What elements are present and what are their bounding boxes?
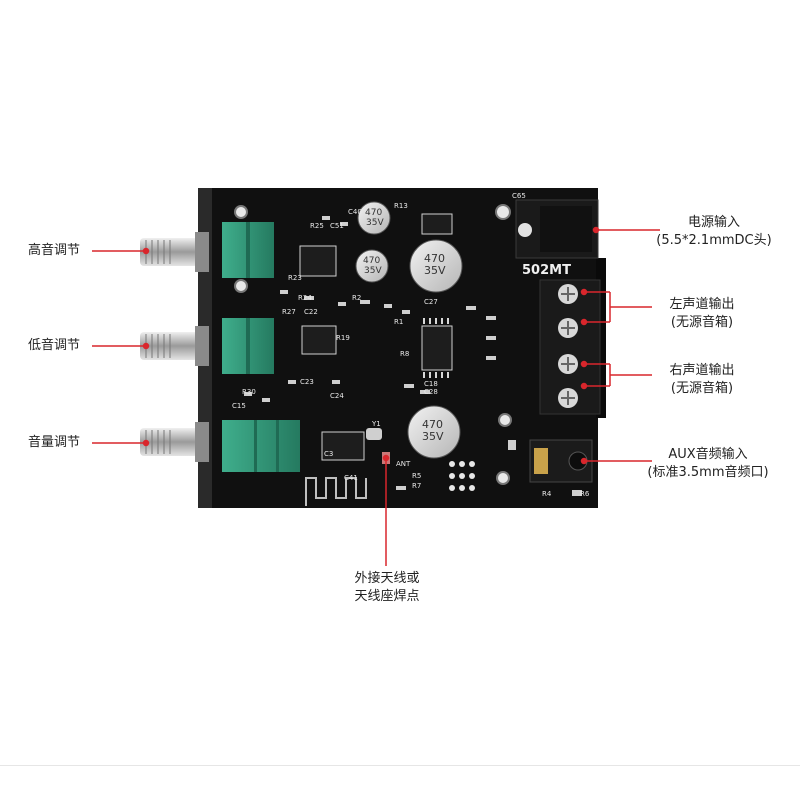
- left-channel-note: (无源音箱): [670, 315, 734, 330]
- svg-text:C40: C40: [348, 208, 362, 216]
- dc-power-jack: [515, 199, 599, 259]
- svg-text:C28: C28: [424, 388, 438, 396]
- board-model: 502MT: [522, 263, 571, 278]
- pot-volume: [222, 420, 300, 472]
- svg-text:R24: R24: [298, 294, 312, 302]
- power-input-title: 电源输入: [687, 215, 740, 230]
- svg-text:35V: 35V: [422, 430, 444, 443]
- svg-text:C65: C65: [512, 192, 526, 200]
- right-channel-title: 右声道输出: [669, 363, 735, 378]
- svg-text:C22: C22: [304, 308, 318, 316]
- treble-knob: [140, 232, 209, 272]
- antenna-title: 外接天线或: [354, 571, 420, 586]
- aux-input-spec: (标准3.5mm音频口): [647, 465, 769, 480]
- power-input-label: 电源输入 (5.5*2.1mmDC头): [656, 214, 771, 250]
- screw-terminal-block: [539, 279, 601, 415]
- svg-text:R7: R7: [412, 482, 421, 490]
- svg-text:R1: R1: [394, 318, 403, 326]
- aux-input-title: AUX音频输入: [668, 447, 748, 462]
- treble-label: 高音调节: [28, 243, 81, 258]
- svg-text:C24: C24: [330, 392, 344, 400]
- antenna-note: 天线座焊点: [354, 589, 420, 604]
- right-channel-label: 右声道输出 (无源音箱): [654, 362, 750, 398]
- capacitors: [355, 201, 463, 459]
- antenna-label: 外接天线或 天线座焊点: [342, 570, 432, 606]
- antenna-trace: [305, 477, 367, 506]
- bass-knob: [140, 326, 209, 366]
- volume-label: 音量调节: [28, 435, 81, 450]
- svg-text:C51: C51: [330, 222, 344, 230]
- svg-text:C3: C3: [324, 450, 333, 458]
- left-channel-title: 左声道输出: [669, 297, 735, 312]
- svg-text:470: 470: [365, 208, 382, 218]
- svg-text:Y1: Y1: [371, 420, 381, 428]
- svg-text:R25: R25: [310, 222, 324, 230]
- svg-text:R13: R13: [394, 202, 408, 210]
- bass-label: 低音调节: [28, 338, 81, 353]
- svg-text:R27: R27: [282, 308, 296, 316]
- ic-chips: [299, 213, 453, 461]
- pointer-lines: [92, 226, 660, 566]
- svg-text:C23: C23: [300, 378, 314, 386]
- svg-text:C18: C18: [424, 380, 438, 388]
- pot-bass: [222, 318, 274, 374]
- power-input-spec: (5.5*2.1mmDC头): [656, 233, 772, 248]
- svg-text:35V: 35V: [424, 264, 446, 277]
- mounting-holes: [234, 204, 512, 485]
- svg-text:R23: R23: [288, 274, 302, 282]
- svg-text:R19: R19: [336, 334, 350, 342]
- svg-text:R6: R6: [580, 490, 590, 498]
- pot-treble: [222, 222, 274, 278]
- svg-text:470: 470: [424, 252, 445, 265]
- svg-text:R2: R2: [352, 294, 361, 302]
- svg-text:C41: C41: [344, 474, 358, 482]
- svg-text:C27: C27: [424, 298, 438, 306]
- volume-knob: [140, 422, 209, 462]
- svg-text:ANT: ANT: [396, 460, 411, 468]
- svg-text:470: 470: [363, 256, 380, 266]
- svg-text:C15: C15: [232, 402, 246, 410]
- svg-text:35V: 35V: [366, 218, 384, 228]
- divider: [0, 765, 800, 766]
- svg-text:R5: R5: [412, 472, 421, 480]
- aux-input-label: AUX音频输入 (标准3.5mm音频口): [640, 446, 776, 482]
- svg-text:R4: R4: [542, 490, 552, 498]
- right-channel-note: (无源音箱): [670, 381, 734, 396]
- left-channel-label: 左声道输出 (无源音箱): [654, 296, 750, 332]
- svg-text:35V: 35V: [364, 266, 382, 276]
- svg-text:R8: R8: [400, 350, 409, 358]
- svg-text:R30: R30: [242, 388, 256, 396]
- svg-text:470: 470: [422, 418, 443, 431]
